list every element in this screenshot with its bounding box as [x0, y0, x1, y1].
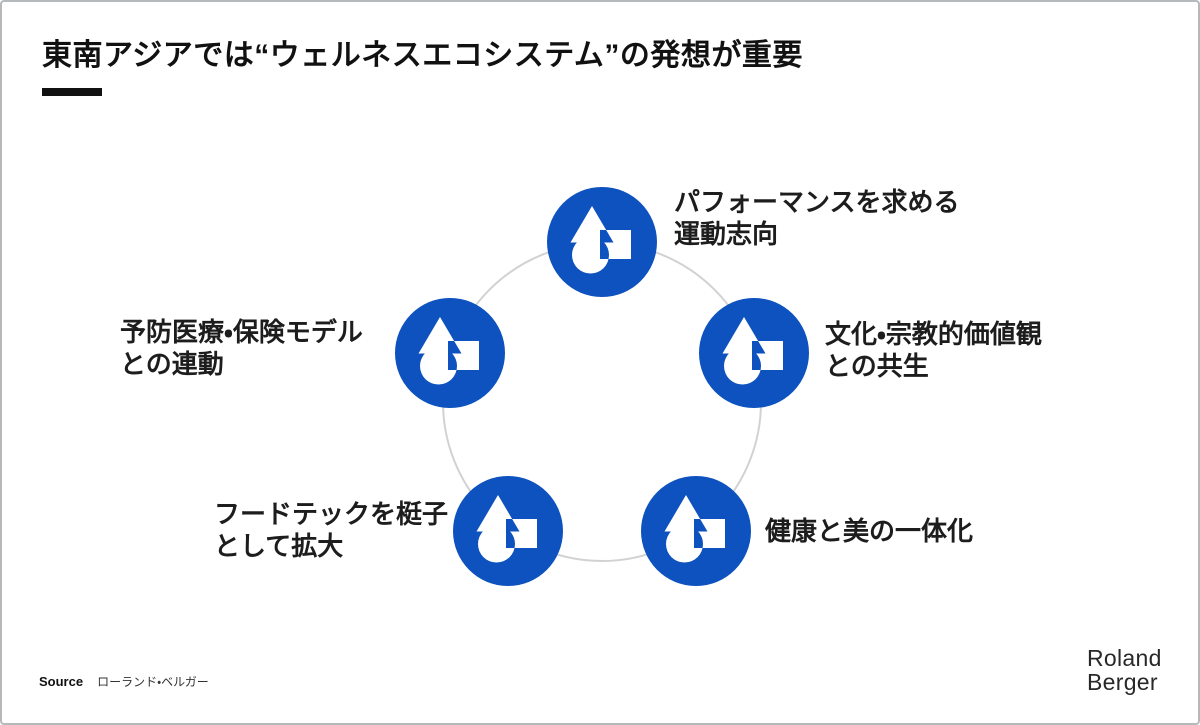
node-foodtech: [453, 476, 563, 586]
label-culture: 文化・宗教的価値観 との共生: [825, 318, 1042, 382]
label-line: 運動志向: [674, 219, 779, 249]
label-performance: パフォーマンスを求める 運動志向: [674, 186, 959, 250]
node-performance: [547, 187, 657, 297]
logo-line-berger: Berger: [1087, 669, 1158, 695]
page-title: 東南アジアでは“ウェルネスエコシステム”の発想が重要: [42, 39, 803, 72]
node-health-beauty: [641, 476, 751, 586]
title-underline-bar: [42, 88, 102, 96]
node-preventive: [395, 298, 505, 408]
wellness-icon: [699, 298, 809, 408]
label-line: 健康と美の一体化: [765, 516, 974, 546]
source-line: Source ローランド・ベルガー: [39, 673, 209, 690]
label-preventive: 予防医療・保険モデル との連動: [120, 316, 363, 380]
label-line: 予防医療・保険モデル: [120, 317, 363, 347]
wellness-icon: [453, 476, 563, 586]
wellness-icon: [641, 476, 751, 586]
label-line: フードテックを梃子: [214, 499, 449, 529]
source-text: ローランド・ベルガー: [97, 675, 209, 689]
logo-line-roland: Roland: [1087, 645, 1162, 671]
source-label: Source: [39, 674, 84, 689]
label-line: として拡大: [214, 531, 344, 561]
label-health-beauty: 健康と美の一体化: [765, 515, 973, 547]
wellness-icon: [395, 298, 505, 408]
roland-berger-logo: Roland Berger: [1087, 646, 1162, 694]
label-foodtech: フードテックを梃子 として拡大: [214, 498, 448, 562]
node-culture: [699, 298, 809, 408]
wellness-icon: [547, 187, 657, 297]
label-line: との共生: [825, 351, 929, 381]
label-line: 文化・宗教的価値観: [825, 319, 1042, 349]
label-line: パフォーマンスを求める: [674, 187, 960, 217]
label-line: との連動: [120, 349, 224, 379]
